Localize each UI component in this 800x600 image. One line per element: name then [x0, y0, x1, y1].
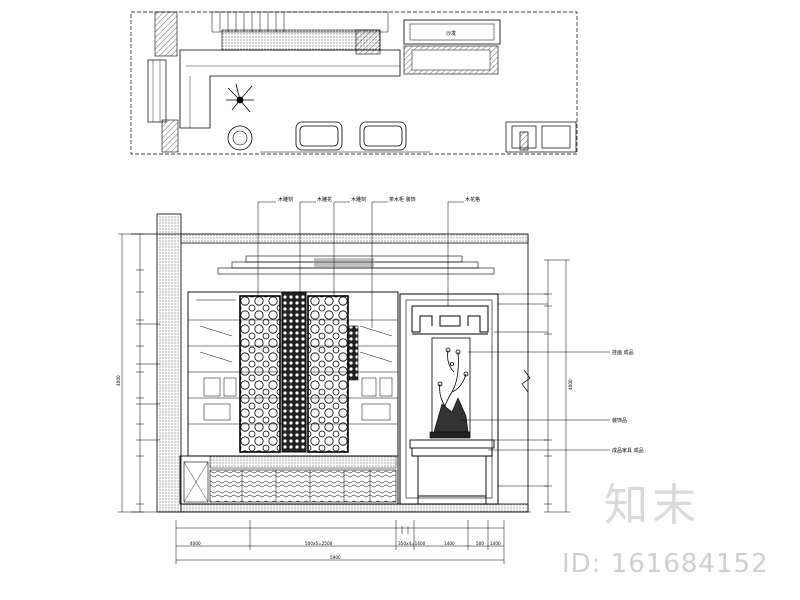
bottom-dim-6: 1400 — [490, 541, 501, 546]
plan-right-fixture — [505, 121, 577, 153]
label-wood-carving-1: 木雕刻 — [278, 196, 293, 203]
bottom-dim-4: 1400 — [444, 541, 455, 546]
bottom-dim-1: 4000 — [190, 541, 201, 546]
plan-stair-strip — [211, 11, 389, 33]
label-decoration: 装饰品 — [612, 417, 627, 424]
elevation: 木雕刻 木雕花 木雕刻 茶水柜 装饰 木花格 挂画 成品 装饰品 成品家具 成品 — [116, 196, 644, 564]
ceiling-light-blur — [314, 258, 374, 268]
bottom-dimension-chain — [175, 520, 505, 564]
label-tea-cabinet: 茶水柜 装饰 — [389, 196, 416, 203]
plan-stair-lines — [219, 12, 285, 32]
plan-sofa — [403, 19, 501, 45]
bottom-dim-5: 500 — [476, 541, 484, 546]
plan-column — [161, 119, 179, 153]
niche-fret — [411, 305, 489, 335]
plan-chairs — [295, 121, 407, 151]
watermark-brand: 知末 — [604, 480, 700, 531]
painting-plum-branch — [437, 347, 469, 429]
right-leaders — [460, 351, 610, 451]
watermark: 知末 ID: 161684152 — [562, 480, 769, 579]
niche-frame — [399, 293, 499, 505]
label-furniture: 成品家具 成品 — [612, 447, 644, 454]
carved-panel-small — [347, 325, 359, 381]
left-dimension-chain — [118, 233, 160, 513]
label-wood-lattice: 木花格 — [465, 196, 480, 203]
label-wood-carved-flower: 木雕花 — [317, 196, 332, 203]
label-hanging-painting: 挂画 成品 — [612, 349, 634, 356]
carved-screen-left — [239, 295, 281, 453]
plan-wall-left — [154, 11, 178, 57]
watermark-id: ID: 161684152 — [562, 549, 769, 579]
console-table — [409, 439, 495, 504]
ceiling-slab — [180, 233, 529, 244]
label-wood-carving-2: 木雕刻 — [351, 196, 366, 203]
plan-counter — [179, 49, 401, 129]
left-wall — [156, 213, 182, 513]
bottom-dim-2: 500x5=2500 — [305, 541, 333, 546]
bottom-dim-3: 350x4=1400 — [398, 541, 426, 546]
plan-plant — [226, 83, 254, 113]
bottom-total-dim: 5900 — [330, 555, 341, 560]
right-dimension-chain — [494, 259, 570, 513]
plan-sofa-label: 沙发 — [446, 30, 456, 37]
carved-screen-right — [307, 295, 349, 453]
left-total-dim: 4000 — [116, 375, 121, 386]
top-leaders — [257, 201, 464, 328]
floor-plan: 沙发 — [130, 11, 578, 155]
plan-stool — [227, 125, 253, 151]
painting-rock — [433, 397, 469, 433]
floor-slab — [180, 503, 529, 513]
plan-window — [147, 59, 167, 123]
tea-cabinet-doors — [209, 469, 397, 503]
carved-screen-center — [281, 291, 307, 453]
decor-object — [429, 431, 471, 439]
right-total-dim: 4000 — [568, 379, 573, 390]
